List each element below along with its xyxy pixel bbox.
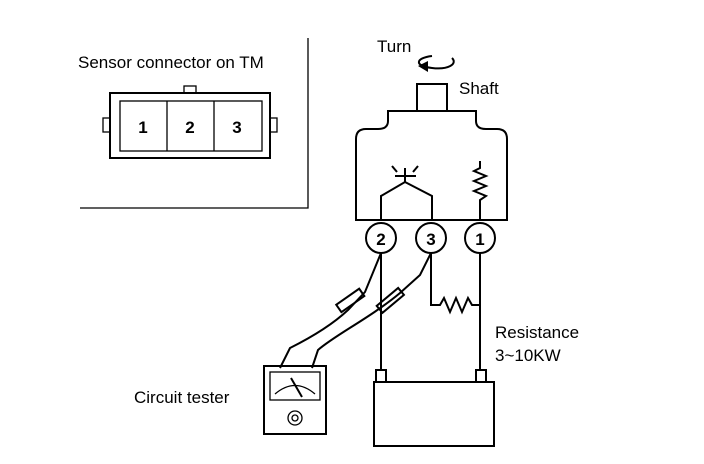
- circuit-tester: Circuit tester: [134, 365, 327, 435]
- tester-body: [263, 365, 327, 435]
- turn-arrow-icon: [417, 55, 455, 72]
- connector-body: 1 2 3: [102, 85, 278, 159]
- terminal-3-label: 3: [426, 230, 435, 249]
- battery-terminal-positive: [475, 369, 487, 383]
- tester-dial: [269, 371, 321, 401]
- resistance-value: 3~10KW: [495, 346, 561, 365]
- tester-needle: [290, 377, 303, 398]
- inset-border: [80, 38, 309, 209]
- probe-a: [334, 287, 366, 314]
- external-resistor: [430, 253, 480, 315]
- connector-inset: Sensor connector on TM 1 2 3: [78, 38, 309, 209]
- tester-knob: [287, 410, 303, 426]
- resistance-label: Resistance: [495, 323, 579, 342]
- wiring: [279, 252, 481, 370]
- sensor-contact: [380, 165, 433, 221]
- connector-pin-2: 2: [185, 118, 194, 137]
- terminal-1-label: 1: [475, 230, 484, 249]
- sensor-body: Turn Shaft: [355, 37, 508, 221]
- connector-pin-1: 1: [138, 118, 147, 137]
- battery-case: [373, 381, 495, 447]
- terminal-2-label: 2: [376, 230, 385, 249]
- shaft-label: Shaft: [459, 79, 499, 98]
- tester-label: Circuit tester: [134, 388, 230, 407]
- connector-pin-3: 3: [232, 118, 241, 137]
- sensor-internal-resistor: [471, 161, 489, 221]
- sensor-terminals: 2 3 1: [365, 222, 496, 254]
- probe-lead-b: [311, 252, 432, 369]
- turn-label: Turn: [377, 37, 411, 56]
- battery-terminal-negative: [375, 369, 387, 383]
- probe-b: [375, 286, 406, 315]
- shaft: [416, 83, 448, 112]
- probe-lead-a: [279, 252, 382, 369]
- battery: [373, 369, 495, 447]
- connector-lug-right: [269, 117, 278, 133]
- connector-caption: Sensor connector on TM: [78, 53, 264, 72]
- connector-lug-left: [102, 117, 111, 133]
- connector-latch: [183, 85, 197, 94]
- sensor-housing: [355, 110, 508, 221]
- connector-inner-frame: [119, 100, 263, 152]
